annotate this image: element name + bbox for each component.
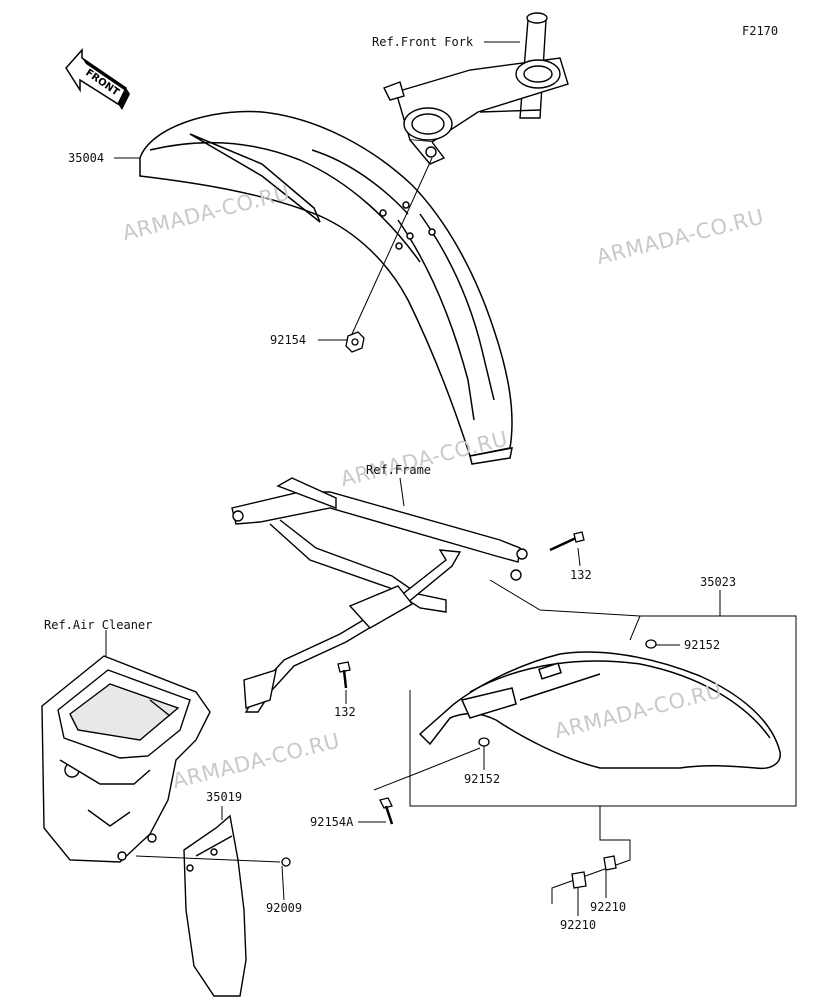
part-132-label-lower[interactable]: 132 <box>334 705 356 719</box>
part-132-label-right[interactable]: 132 <box>570 568 592 582</box>
part-92154-label[interactable]: 92154 <box>270 333 307 347</box>
nuts <box>571 855 617 889</box>
ref-air-cleaner-label: Ref.Air Cleaner <box>44 618 153 632</box>
mud-flap-screw <box>281 857 291 867</box>
ref-front-fork-label: Ref.Front Fork <box>372 35 474 49</box>
figure-code: F2170 <box>742 24 779 38</box>
part-92152-label-upper[interactable]: 92152 <box>684 638 721 652</box>
part-92154A-label[interactable]: 92154A <box>310 815 354 829</box>
frame-subframe <box>231 477 528 713</box>
frame-bolt-right <box>549 531 585 552</box>
part-92152-label-lower[interactable]: 92152 <box>464 772 501 786</box>
air-cleaner-box <box>41 655 211 863</box>
front-fork-assembly <box>383 12 569 165</box>
front-arrow-icon: FRONT <box>65 48 130 110</box>
rear-fender <box>418 651 781 770</box>
part-35019-label[interactable]: 35019 <box>206 790 243 804</box>
part-92210-label-right[interactable]: 92210 <box>590 900 627 914</box>
part-92210-label-left[interactable]: 92210 <box>560 918 597 932</box>
frame-bolt-lower <box>337 661 351 689</box>
rear-fender-leader-lines <box>373 579 797 904</box>
part-35023-label[interactable]: 35023 <box>700 575 737 589</box>
label-leaders <box>105 41 721 916</box>
rear-fender-bolt <box>379 797 394 825</box>
mud-flap <box>135 814 281 997</box>
part-92009-label[interactable]: 92009 <box>266 901 303 915</box>
rear-fender-collar-lower <box>478 737 490 747</box>
ref-frame-label: Ref.Frame <box>366 463 432 477</box>
front-fender <box>139 110 513 465</box>
part-35004-label[interactable]: 35004 <box>68 151 105 165</box>
rear-fender-collar-upper <box>645 639 657 649</box>
front-fender-bolt <box>345 331 365 353</box>
